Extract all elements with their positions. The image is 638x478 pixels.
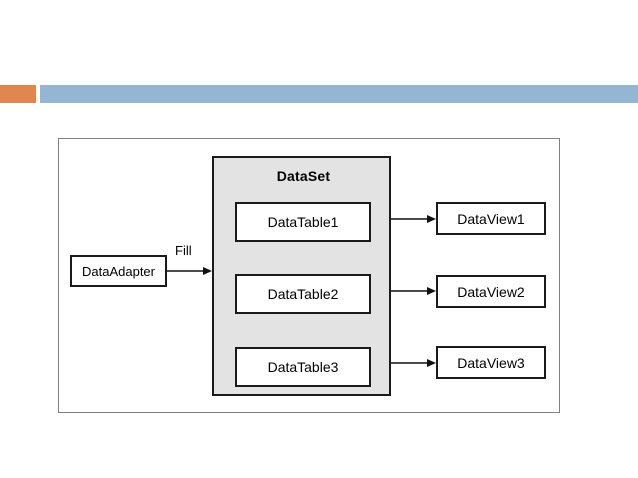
node-datatable-1-label: DataTable1 xyxy=(267,214,339,230)
node-datatable-3-label: DataTable3 xyxy=(267,359,339,375)
accent-band xyxy=(0,85,638,103)
connector-label-fill: Fill xyxy=(175,243,192,258)
node-dataview-3[interactable]: DataView3 xyxy=(436,346,546,379)
node-dataset-title: DataSet xyxy=(276,168,331,184)
node-dataview-2-label: DataView2 xyxy=(457,283,525,300)
node-datatable-3[interactable]: DataTable3 xyxy=(235,347,371,387)
node-dataadapter-label: DataAdapter xyxy=(82,263,155,279)
accent-band-orange-segment xyxy=(0,85,36,103)
node-dataview-1-label: DataView1 xyxy=(457,210,525,227)
node-dataadapter[interactable]: DataAdapter xyxy=(70,255,167,287)
diagram-frame: Fill DataAdapter DataSet DataTable1 Data… xyxy=(58,138,560,413)
node-dataview-1[interactable]: DataView1 xyxy=(436,202,546,235)
node-datatable-1[interactable]: DataTable1 xyxy=(235,202,371,242)
node-datatable-2-label: DataTable2 xyxy=(267,286,339,302)
node-dataset-container[interactable]: DataSet DataTable1 DataTable2 DataTable3 xyxy=(212,156,391,396)
accent-band-blue-segment xyxy=(40,85,638,103)
node-datatable-2[interactable]: DataTable2 xyxy=(235,274,371,314)
node-dataview-3-label: DataView3 xyxy=(457,354,525,371)
node-dataview-2[interactable]: DataView2 xyxy=(436,275,546,308)
